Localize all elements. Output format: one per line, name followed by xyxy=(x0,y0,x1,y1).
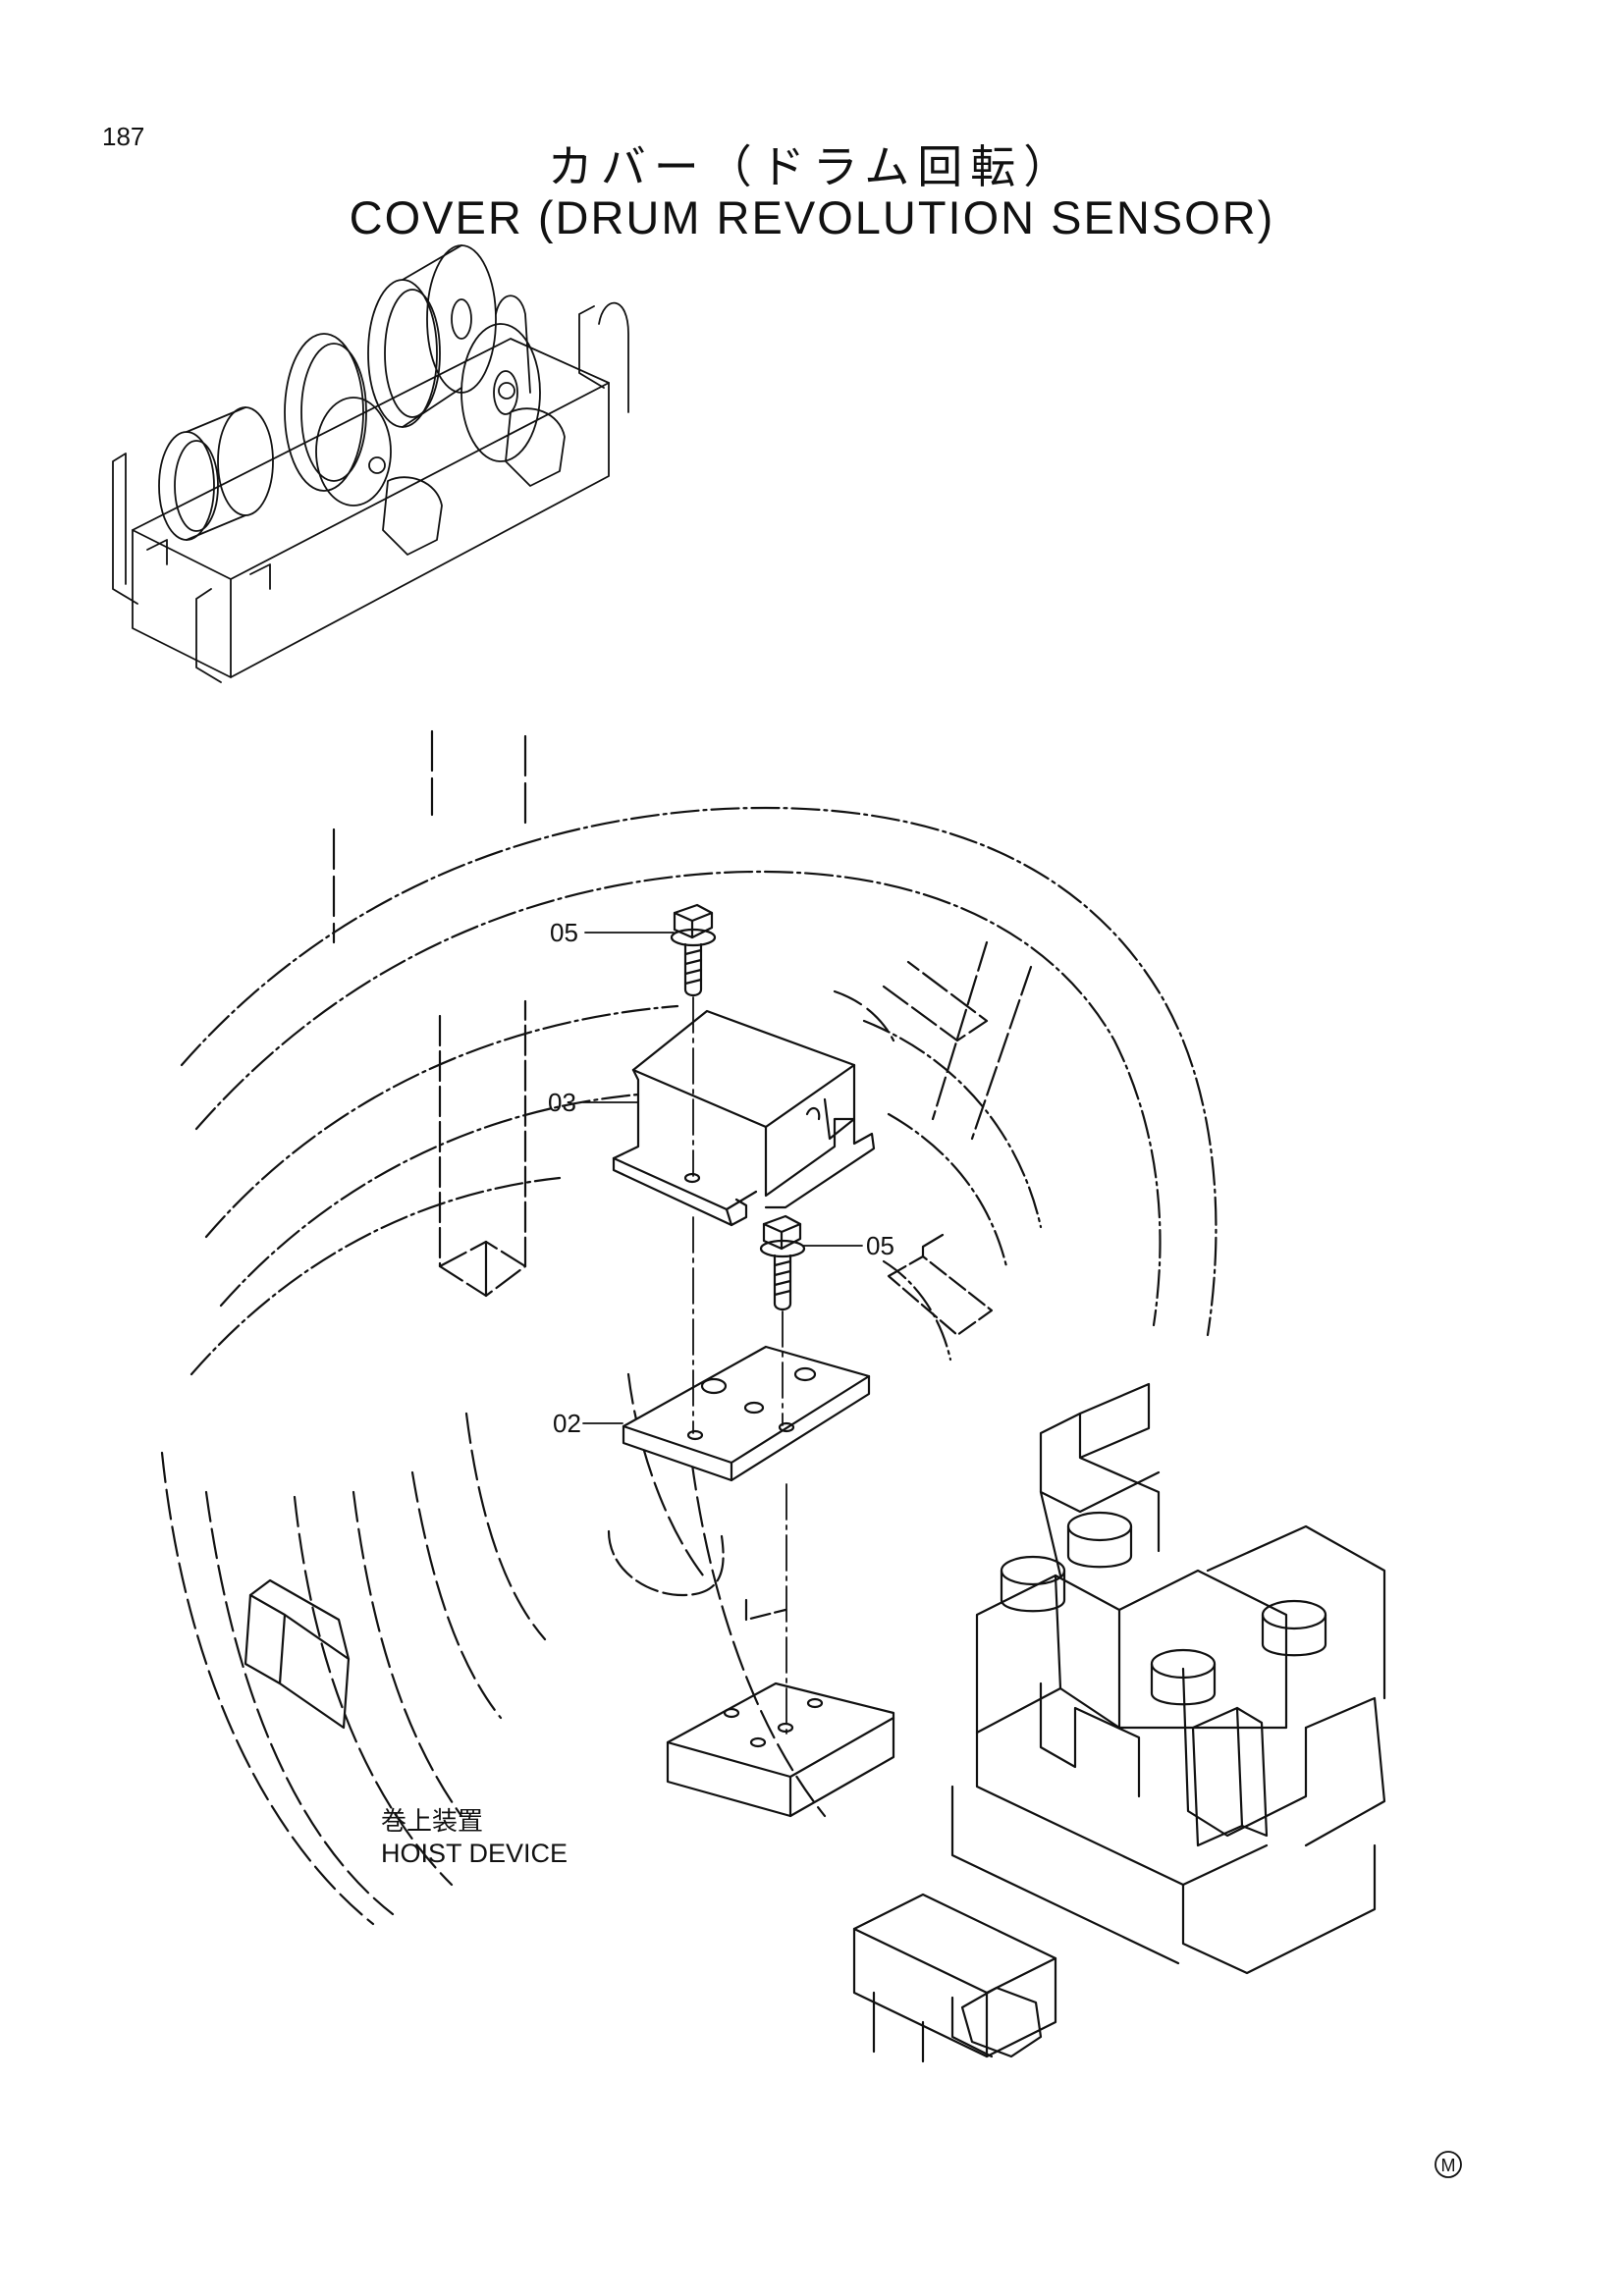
page-number: 187 xyxy=(102,122,145,151)
callout-label: 05 xyxy=(550,918,578,947)
drum-flange-arcs xyxy=(160,989,895,1926)
overview-thumbnail xyxy=(112,244,629,683)
mark-letter: M xyxy=(1441,2156,1456,2175)
title-english: COVER (DRUM REVOLUTION SENSOR) xyxy=(349,191,1275,243)
sensor-mount-block xyxy=(666,1598,895,1818)
hoist-block xyxy=(852,1382,1386,2063)
callout-leaders xyxy=(582,932,863,1424)
frame-members xyxy=(244,729,1033,1730)
part-05-bolt-lower xyxy=(759,1214,806,1311)
assembly-label-english: HOIST DEVICE xyxy=(381,1839,568,1868)
assembly-axis-lines xyxy=(692,996,787,1738)
drum-outline xyxy=(180,806,1218,1376)
part-05-bolt-top xyxy=(670,903,717,997)
part-02-plate xyxy=(622,1345,871,1482)
callout-label: 02 xyxy=(553,1409,581,1438)
title-japanese: カバー（ドラム回転） xyxy=(547,140,1077,193)
part-03-cover xyxy=(612,1009,876,1227)
circled-m-mark: M xyxy=(1435,2151,1462,2178)
callout-label: 05 xyxy=(866,1231,894,1260)
assembly-label-japanese: 巻上装置 xyxy=(381,1807,483,1837)
callout-label: 03 xyxy=(548,1088,576,1117)
